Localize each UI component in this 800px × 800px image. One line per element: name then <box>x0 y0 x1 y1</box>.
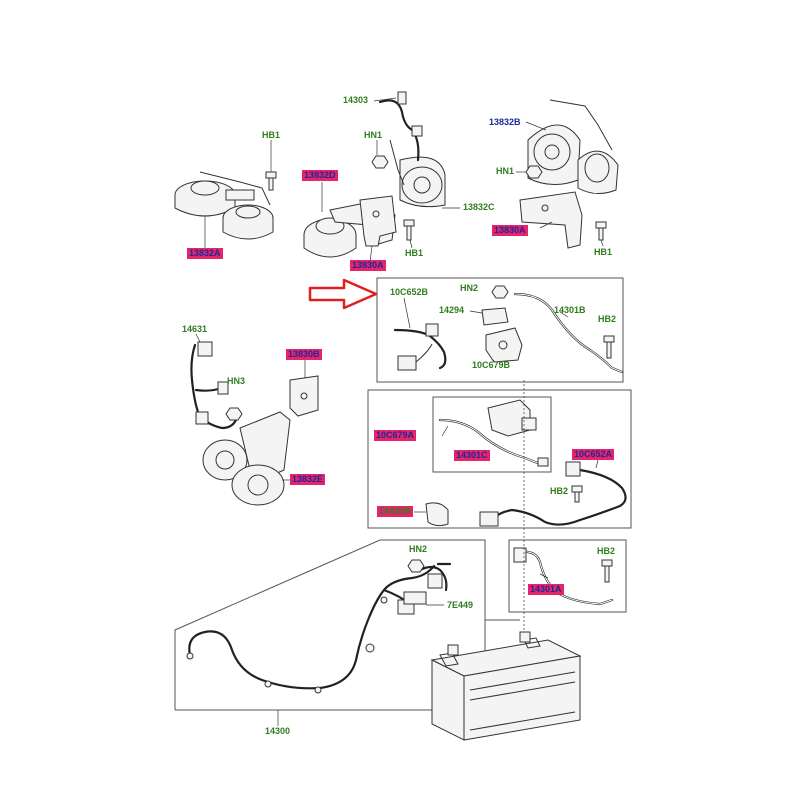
label-13830a-right: 13830A <box>492 225 528 236</box>
label-hn1-right: HN1 <box>496 166 515 176</box>
label-hb1-mid: HB1 <box>405 248 424 258</box>
label-hb2-top: HB2 <box>598 314 617 324</box>
group-box-negative-cable <box>508 539 627 613</box>
bracket-13830a-mid-illustration <box>359 195 397 263</box>
label-hn3: HN3 <box>227 376 246 386</box>
label-hn2-top: HN2 <box>460 283 479 293</box>
bolt-hb1-top-illustration <box>265 140 277 191</box>
bracket-13830b-illustration <box>289 360 319 417</box>
label-10c679a: 10C679A <box>374 430 417 441</box>
label-10c652b: 10C652B <box>390 287 429 297</box>
horn-13832b-illustration <box>525 99 619 194</box>
bolt-hb1-right-illustration <box>595 221 607 247</box>
horn-13832c-illustration <box>389 139 460 209</box>
sensor-7e449-illustration <box>403 591 444 606</box>
sensor-10c652b-illustration <box>393 297 447 371</box>
label-10c652a: 10C652A <box>572 449 615 460</box>
cable-14301b-illustration <box>513 292 624 374</box>
label-14631: 14631 <box>182 324 208 334</box>
label-14303: 14303 <box>343 95 369 105</box>
label-13832d: 13832D <box>302 170 338 181</box>
label-14300: 14300 <box>265 726 291 736</box>
label-hb1-right: HB1 <box>594 247 613 257</box>
label-13832b: 13832B <box>489 117 521 127</box>
group-box-wiring <box>367 389 632 529</box>
bolt-hb2-bottom-illustration <box>601 559 613 583</box>
bolt-hb1-mid-illustration <box>403 219 415 249</box>
group-box-battery-sensor <box>376 277 624 383</box>
label-hn1-mid: HN1 <box>364 130 383 140</box>
bolt-hb2-mid-illustration <box>571 485 583 503</box>
sensor-10c679b-illustration <box>485 327 523 363</box>
group-box-sensor-cable <box>432 396 552 473</box>
connector-14a099-illustration <box>414 502 449 527</box>
label-14301b: 14301B <box>554 305 586 315</box>
label-13832e: 13832E <box>290 474 326 485</box>
harness-14300-illustration <box>186 562 452 726</box>
horn-13832e-illustration <box>202 411 291 506</box>
nut-hn2-top-illustration <box>491 285 509 299</box>
horn-13832a-illustration <box>174 171 274 248</box>
nut-hn1-mid-illustration <box>371 140 389 169</box>
label-13832c: 13832C <box>463 202 495 212</box>
bracket-13830a-right-illustration <box>519 191 583 249</box>
harness-14631-illustration <box>190 333 238 430</box>
label-14a099: 14A099 <box>377 506 413 517</box>
label-10c679b: 10C679B <box>472 360 511 370</box>
nut-hn2-bottom-illustration <box>407 559 425 573</box>
group-box-main-harness <box>174 539 520 710</box>
label-14294: 14294 <box>439 305 465 315</box>
nut-hn1-right-illustration <box>516 165 543 179</box>
label-hb2-bottom: HB2 <box>597 546 616 556</box>
label-7e449: 7E449 <box>447 600 474 610</box>
cable-14301c-illustration <box>438 418 549 467</box>
bolt-hb2-top-illustration <box>603 335 615 359</box>
harness-14303-illustration <box>373 91 423 162</box>
label-13832a: 13832A <box>187 248 223 259</box>
label-14301a: 14301A <box>528 584 564 595</box>
label-13830a-mid: 13830A <box>350 260 386 271</box>
cable-14301a-illustration <box>513 547 614 606</box>
sensor-10c679a-illustration <box>487 399 537 437</box>
label-hb1-top: HB1 <box>262 130 281 140</box>
label-13830b: 13830B <box>286 349 322 360</box>
label-hb2-mid: HB2 <box>550 486 569 496</box>
label-hn2-bottom: HN2 <box>409 544 428 554</box>
sensor-10c652a-illustration <box>479 459 627 527</box>
red-arrow-icon <box>308 278 378 310</box>
clip-14294-illustration <box>469 307 509 326</box>
nut-hn3-illustration <box>225 407 243 421</box>
label-14301c: 14301C <box>454 450 490 461</box>
battery-illustration <box>430 631 582 741</box>
